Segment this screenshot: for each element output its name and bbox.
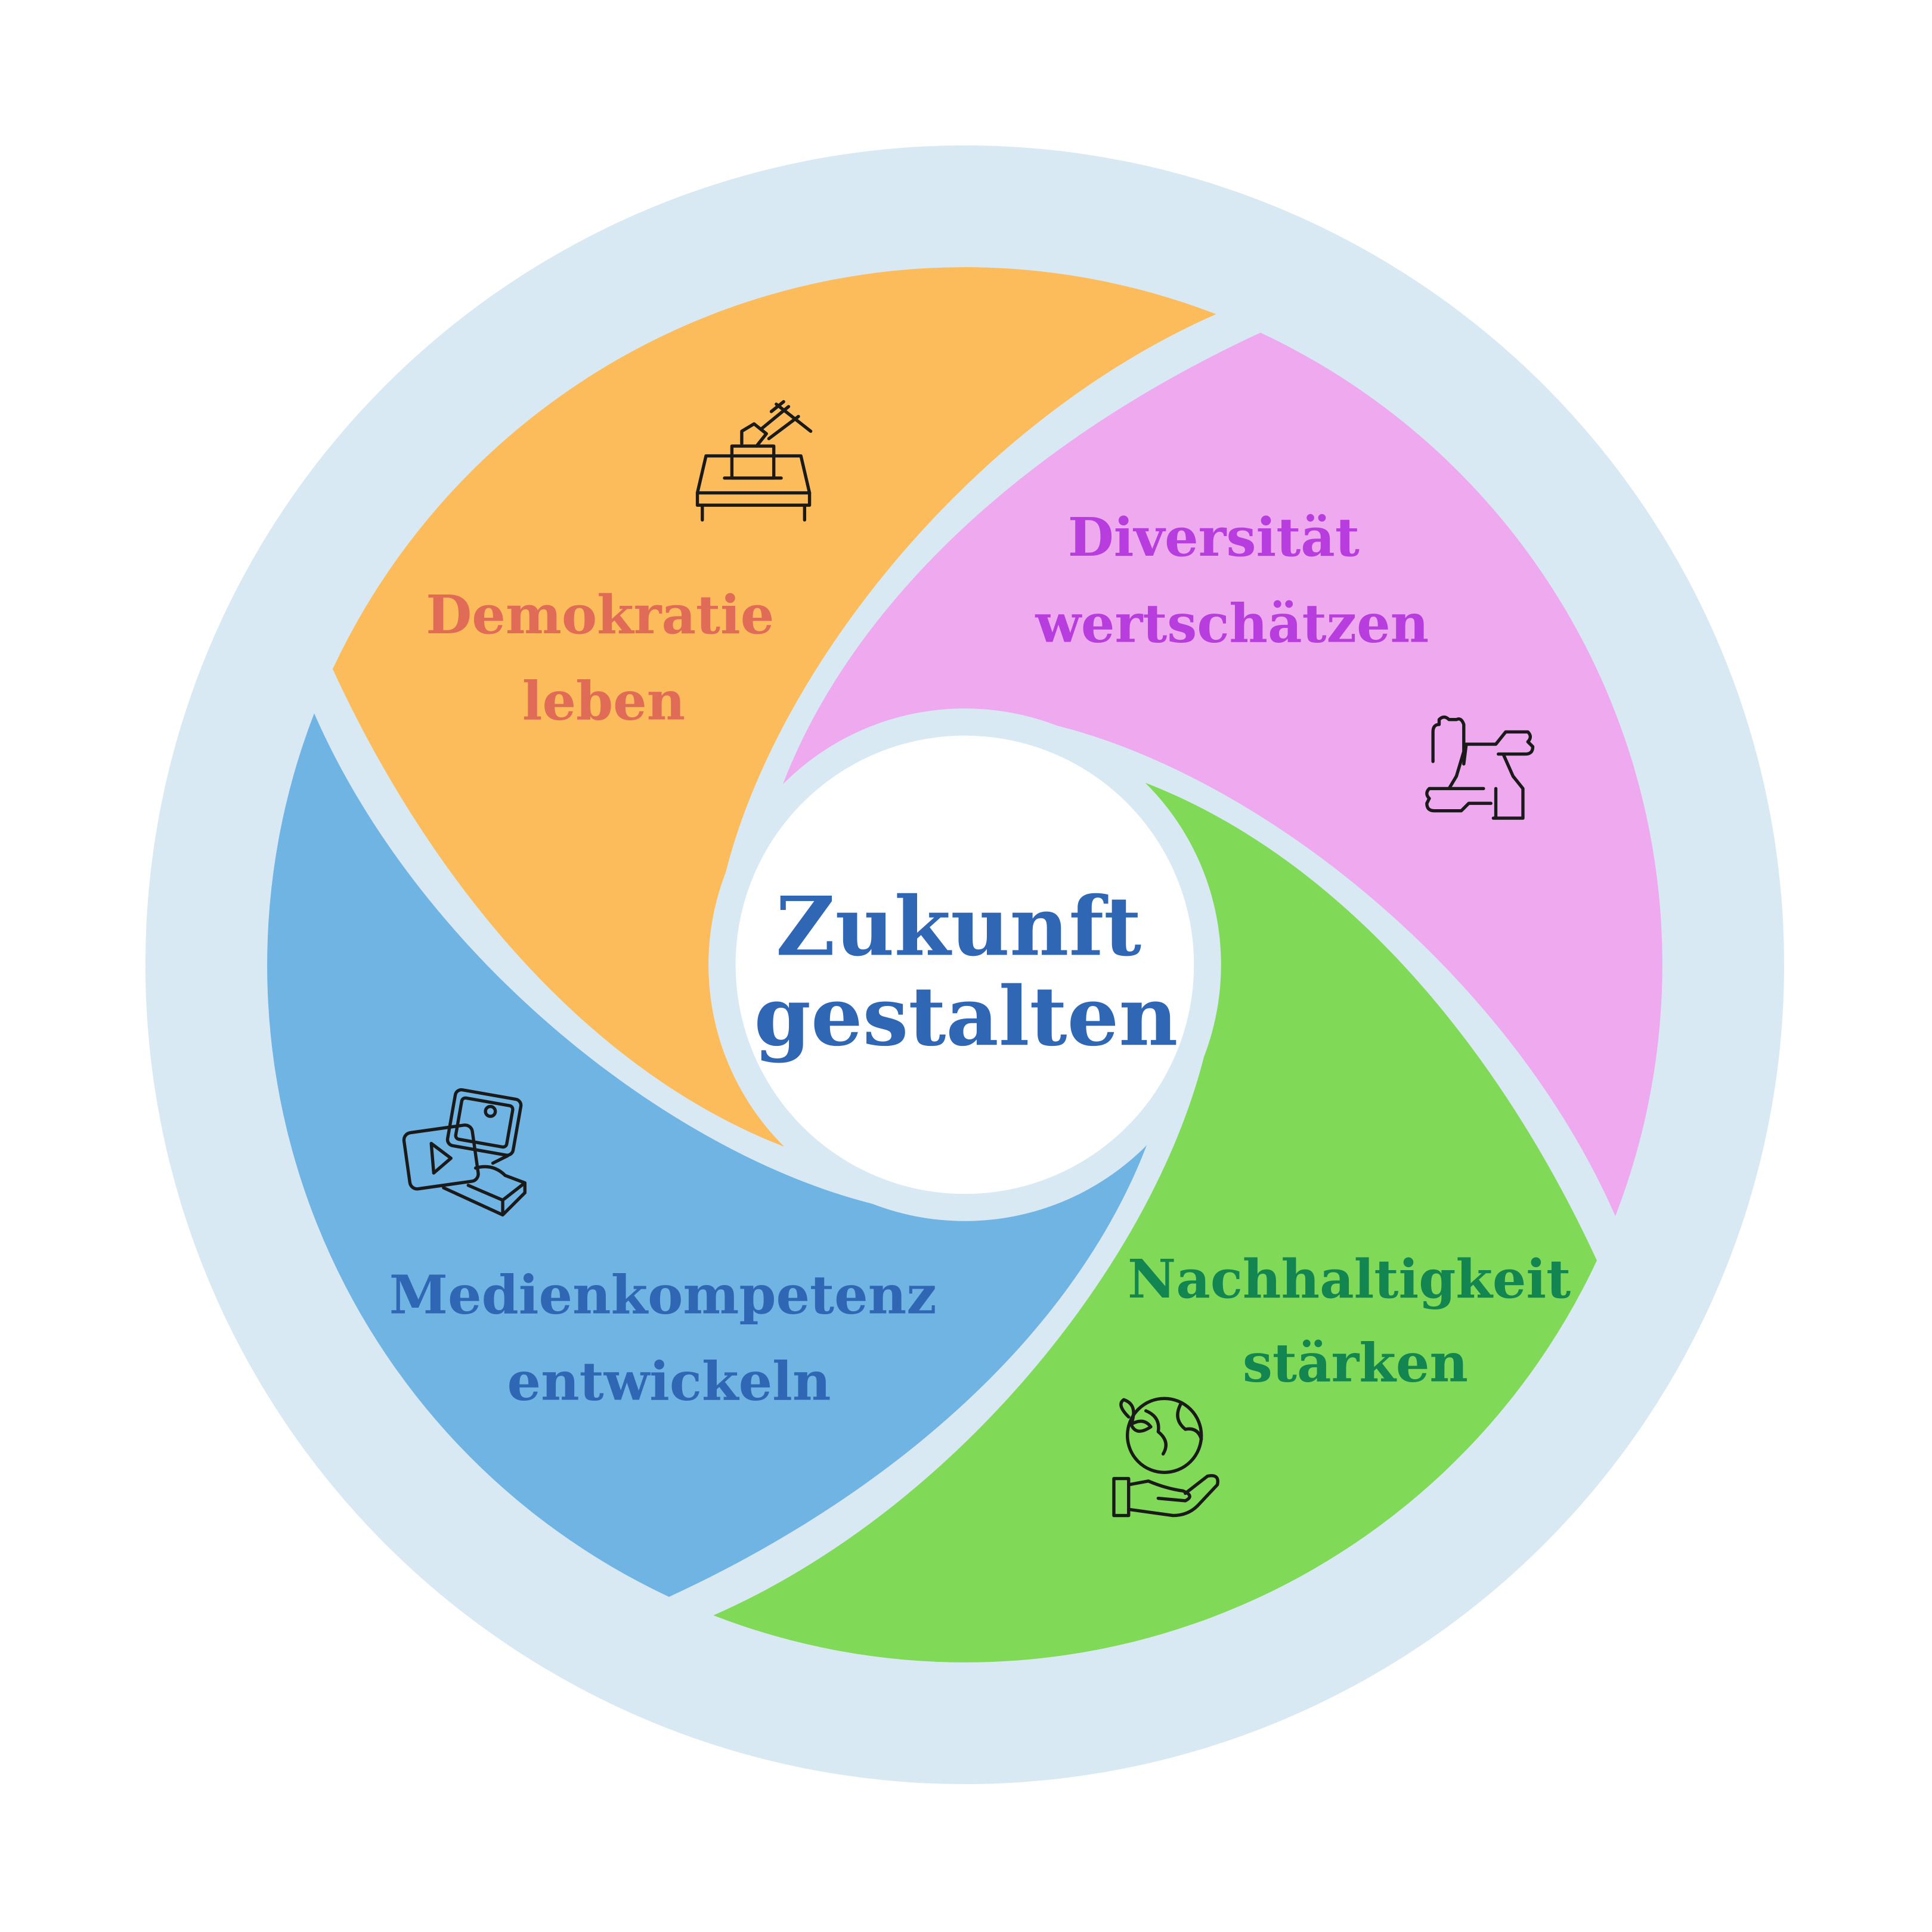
label-medienkompetenz-1: Medienkompetenz — [389, 1264, 937, 1326]
label-diversitaet-1: Diversität — [1068, 506, 1360, 568]
media-book-icon — [402, 1088, 527, 1217]
label-nachhaltigkeit-2: stärken — [1243, 1332, 1468, 1394]
label-diversitaet-2: wertschätzen — [1035, 593, 1429, 655]
hand-globe-icon — [1112, 1397, 1219, 1518]
segment-diversitaet — [781, 332, 1662, 1216]
center-circle — [735, 735, 1194, 1194]
label-demokratie-2: leben — [522, 670, 686, 732]
segment-medienkompetenz — [267, 713, 1148, 1597]
label-nachhaltigkeit-1: Nachhaltigkeit — [1128, 1248, 1571, 1310]
segment-nachhaltigkeit — [713, 781, 1597, 1662]
ballot-box-icon — [695, 400, 813, 522]
center-title-line1: Zukunft — [776, 879, 1141, 974]
segment-demokratie — [332, 267, 1216, 1148]
label-demokratie-1: Demokratie — [426, 584, 774, 646]
joined-hands-icon — [1425, 715, 1535, 820]
center-title-line2: gestalten — [754, 969, 1178, 1064]
label-medienkompetenz-2: entwickeln — [507, 1350, 831, 1412]
